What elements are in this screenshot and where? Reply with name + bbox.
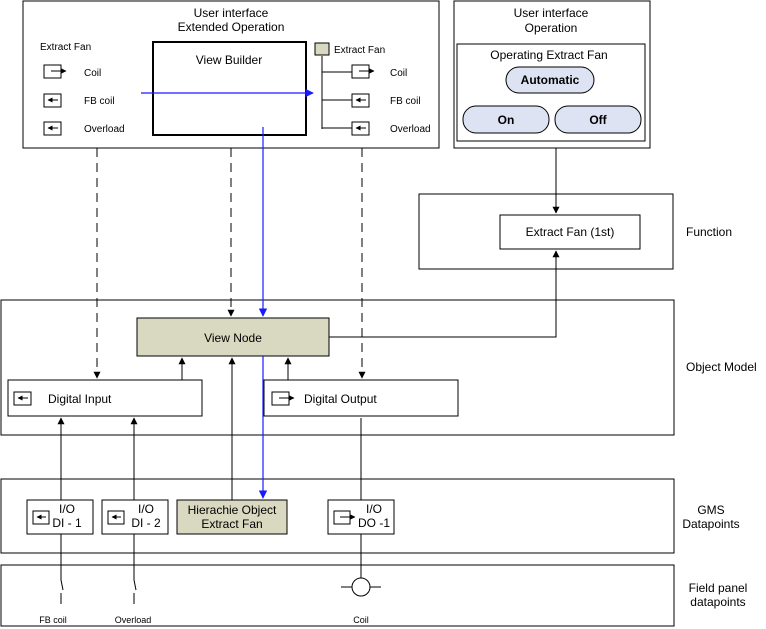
layer-label-function: Function <box>686 225 732 239</box>
view-node-box[interactable]: View Node <box>136 317 330 357</box>
right-item-label: Coil <box>390 68 407 79</box>
io-di-2-box[interactable]: I/O DI - 2 <box>101 499 169 535</box>
automatic-label: Automatic <box>521 73 580 87</box>
io-di-2-line1: I/O <box>138 502 154 516</box>
view-node-label: View Node <box>204 331 262 345</box>
hierarchy-object-line1: Hierachie Object <box>188 503 277 517</box>
ui-extended-panel: User interface Extended Operation Extrac… <box>22 0 440 149</box>
io-di-1-line1: I/O <box>59 502 75 516</box>
left-item-label: Coil <box>84 68 101 79</box>
ui-operation-title-2: Operation <box>525 21 578 35</box>
right-item-label: Overload <box>390 124 431 135</box>
right-item-fb-coil[interactable]: FB coil <box>351 93 421 108</box>
off-button[interactable]: Off <box>554 105 642 134</box>
fb-coil-label: FB coil <box>39 615 67 625</box>
io-di-2-line2: DI - 2 <box>131 516 161 530</box>
view-builder-label: View Builder <box>196 53 262 67</box>
ui-operation-panel: User interface Operation Operating Extra… <box>453 0 651 149</box>
arrow-view-node-to-function <box>329 250 560 338</box>
digital-output-label: Digital Output <box>304 392 377 406</box>
ui-operation-title-1: User interface <box>514 6 589 20</box>
field-panel-layer <box>0 564 675 627</box>
io-di-1-line2: DI - 1 <box>52 516 82 530</box>
io-do-1-line1: I/O <box>366 502 382 516</box>
right-group-title: Extract Fan <box>334 45 385 56</box>
digital-output-box[interactable]: Digital Output <box>263 379 459 417</box>
io-do-1-line2: DO -1 <box>358 516 390 530</box>
overload-label: Overload <box>115 615 152 625</box>
operating-panel-title: Operating Extract Fan <box>490 48 607 62</box>
left-item-label: Overload <box>84 124 125 135</box>
extract-fan-swatch-icon <box>314 42 330 56</box>
io-di-1-box[interactable]: I/O DI - 1 <box>26 499 94 535</box>
layer-label-field-1: Field panel <box>689 581 748 595</box>
digital-input-box[interactable]: Digital Input <box>7 379 203 417</box>
left-group-title: Extract Fan <box>40 42 91 53</box>
right-item-label: FB coil <box>390 96 421 107</box>
fb-coil-switch: FB coil <box>39 554 67 625</box>
automatic-button[interactable]: Automatic <box>505 66 595 94</box>
on-button[interactable]: On <box>462 105 550 134</box>
on-label: On <box>498 113 515 127</box>
left-item-fb-coil[interactable]: FB coil <box>43 93 115 108</box>
layer-label-gms-2: Datapoints <box>682 517 739 531</box>
layer-label-gms-1: GMS <box>697 503 724 517</box>
coil-label: Coil <box>353 615 369 625</box>
digital-input-label: Digital Input <box>48 392 112 406</box>
view-builder-box[interactable]: View Builder <box>152 41 307 136</box>
layer-label-field-2: datapoints <box>690 595 745 609</box>
left-item-overload[interactable]: Overload <box>43 121 125 136</box>
io-do-1-box[interactable]: I/O DO -1 <box>327 499 395 535</box>
left-item-coil[interactable]: Coil <box>43 64 101 79</box>
hierarchy-object-line2: Extract Fan <box>201 517 262 531</box>
extract-fan-function-box[interactable]: Extract Fan (1st) <box>499 214 641 250</box>
off-label: Off <box>589 113 607 127</box>
right-item-coil[interactable]: Coil <box>351 64 407 79</box>
hierarchy-object-box[interactable]: Hierachie Object Extract Fan <box>176 499 288 535</box>
function-label: Extract Fan (1st) <box>526 225 615 239</box>
overload-switch: Overload <box>115 554 152 625</box>
layer-label-object-model: Object Model <box>686 360 757 374</box>
ui-extended-title-1: User interface <box>194 6 269 20</box>
ui-extended-title-2: Extended Operation <box>178 20 285 34</box>
left-item-label: FB coil <box>84 96 115 107</box>
right-item-overload[interactable]: Overload <box>351 121 431 136</box>
